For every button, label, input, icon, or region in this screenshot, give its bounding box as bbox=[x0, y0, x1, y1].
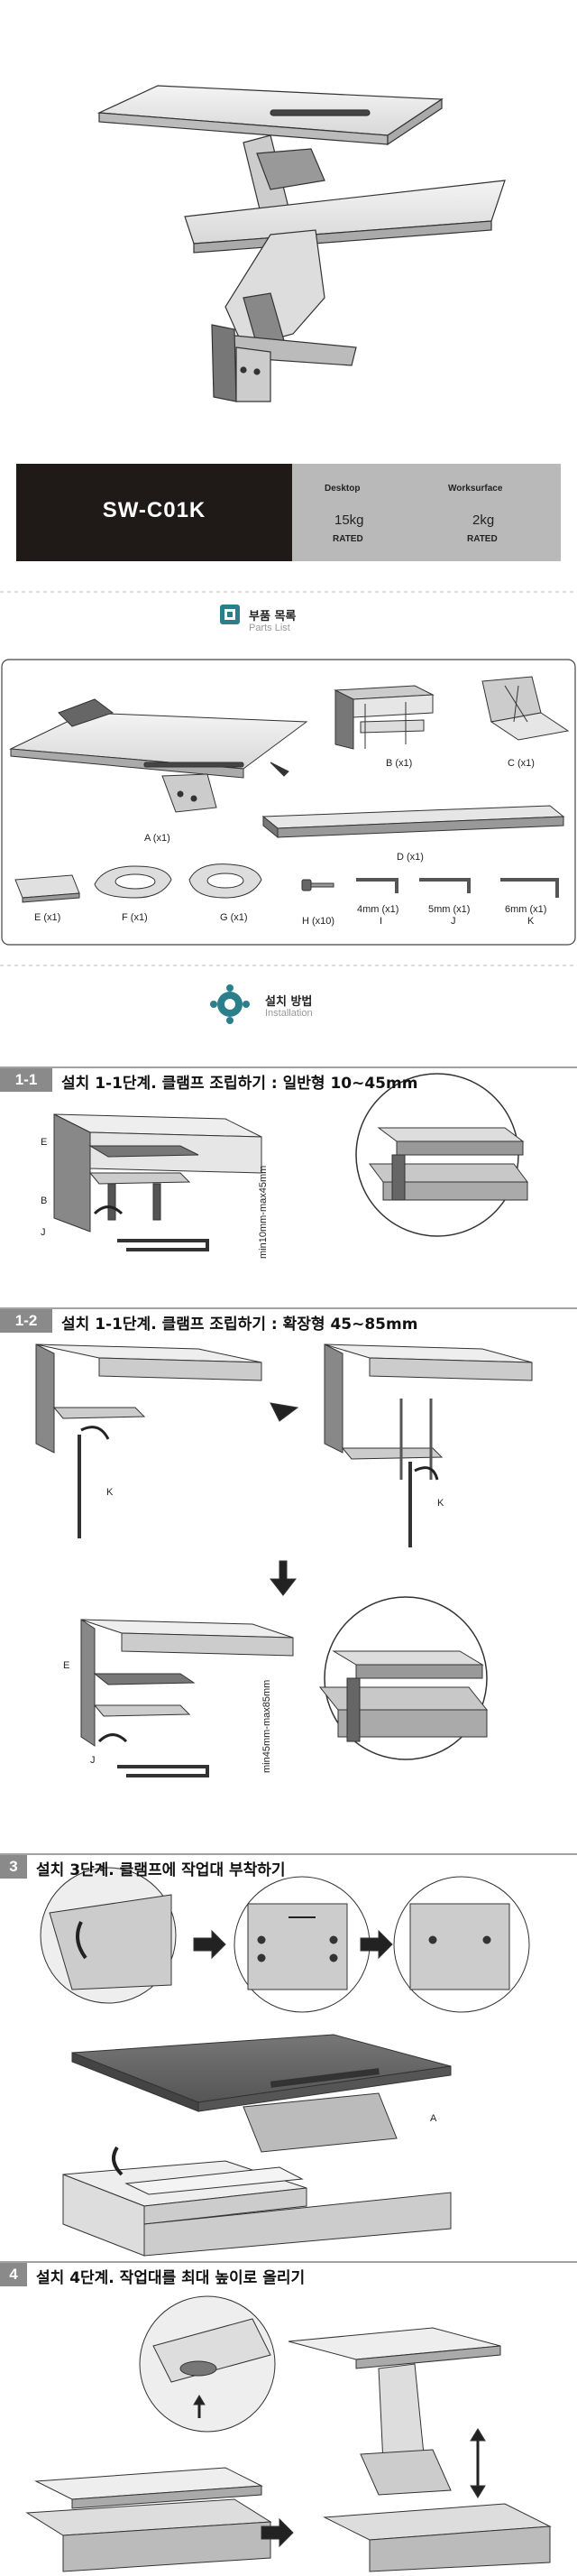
step-3-number: 3 bbox=[0, 1855, 27, 1879]
part-h-image bbox=[301, 879, 334, 891]
allen-key-j-image bbox=[419, 878, 471, 893]
part-d-image bbox=[261, 805, 565, 839]
worksurface-weight-value: 2kg bbox=[472, 512, 495, 528]
desktop-weight-title: Desktop bbox=[325, 484, 361, 494]
step-1-2-label-j: J bbox=[90, 1755, 96, 1766]
part-f-image bbox=[94, 865, 172, 899]
part-h-label: H (x10) bbox=[302, 916, 335, 927]
step-1-1-label-j: J bbox=[41, 1227, 46, 1238]
part-d-label: D (x1) bbox=[397, 852, 424, 863]
part-e-label: E (x1) bbox=[34, 912, 61, 923]
step-1-2-number: 1-2 bbox=[0, 1309, 52, 1333]
step-3-label-a: A bbox=[430, 2113, 437, 2124]
part-j-size: 5mm (x1) bbox=[428, 904, 471, 915]
part-k-label: K bbox=[527, 916, 535, 927]
step-1-2-range: min45mm-max85mm bbox=[261, 1679, 272, 1773]
step-1-1-image bbox=[53, 1073, 528, 1251]
step-1-2-label-k1: K bbox=[106, 1487, 114, 1498]
step-1-2-label-e: E bbox=[63, 1660, 70, 1671]
part-g-image bbox=[188, 863, 262, 899]
parts-section-title: 부품 목록 bbox=[249, 610, 297, 623]
step-4-title: 설치 4단계. 작업대를 최대 높이로 올리기 bbox=[36, 2269, 306, 2287]
step-1-2-label-k2: K bbox=[437, 1498, 444, 1509]
desktop-weight-value: 15kg bbox=[334, 512, 364, 528]
parts-list-icon-shape bbox=[220, 605, 240, 624]
part-a-label: A (x1) bbox=[144, 833, 170, 844]
part-e-image bbox=[14, 874, 80, 903]
hero-product-image bbox=[96, 85, 506, 402]
part-i-size: 4mm (x1) bbox=[357, 904, 399, 915]
step-1-1-label-b: B bbox=[41, 1196, 48, 1206]
install-section-subtitle: Installation bbox=[265, 1008, 313, 1019]
step-3-image bbox=[40, 1867, 530, 2257]
desktop-weight-rated: RATED bbox=[333, 534, 363, 544]
step-1-1-label-e: E bbox=[41, 1137, 48, 1148]
step-4-number: 4 bbox=[0, 2263, 27, 2286]
parts-section-subtitle: Parts List bbox=[249, 623, 290, 633]
step-4-image bbox=[25, 2295, 552, 2572]
part-c-image bbox=[481, 676, 570, 741]
step-3-title: 설치 3단계. 클램프에 작업대 부착하기 bbox=[36, 1861, 286, 1879]
part-g-label: G (x1) bbox=[220, 912, 248, 923]
step-1-2-title: 설치 1-1단계. 클램프 조립하기 : 확장형 45~85mm bbox=[61, 1316, 418, 1334]
step-1-2-image bbox=[35, 1343, 533, 1777]
step-1-1-range: min10mm-max45mm bbox=[258, 1165, 269, 1259]
part-f-label: F (x1) bbox=[122, 912, 148, 923]
part-k-size: 6mm (x1) bbox=[505, 904, 547, 915]
install-section-title: 설치 방법 bbox=[265, 995, 313, 1009]
step-1-1-number: 1-1 bbox=[0, 1068, 52, 1092]
model-banner: SW-C01K bbox=[16, 464, 292, 561]
worksurface-weight-title: Worksurface bbox=[448, 484, 503, 494]
part-a-image bbox=[9, 698, 308, 813]
step-1-1-title: 설치 1-1단계. 클램프 조립하기 : 일반형 10~45mm bbox=[61, 1075, 418, 1093]
load-rating-banner bbox=[292, 464, 561, 561]
allen-key-i-image bbox=[356, 878, 398, 893]
part-b-label: B (x1) bbox=[386, 758, 413, 769]
part-j-label: J bbox=[451, 916, 456, 927]
installation-gear-icon bbox=[210, 984, 250, 1024]
part-c-label: C (x1) bbox=[508, 758, 535, 769]
part-i-label: I bbox=[380, 916, 383, 927]
worksurface-weight-rated: RATED bbox=[467, 534, 498, 544]
part-b-image bbox=[334, 685, 435, 750]
model-name: SW-C01K bbox=[102, 498, 206, 522]
allen-key-k-image bbox=[500, 878, 559, 898]
